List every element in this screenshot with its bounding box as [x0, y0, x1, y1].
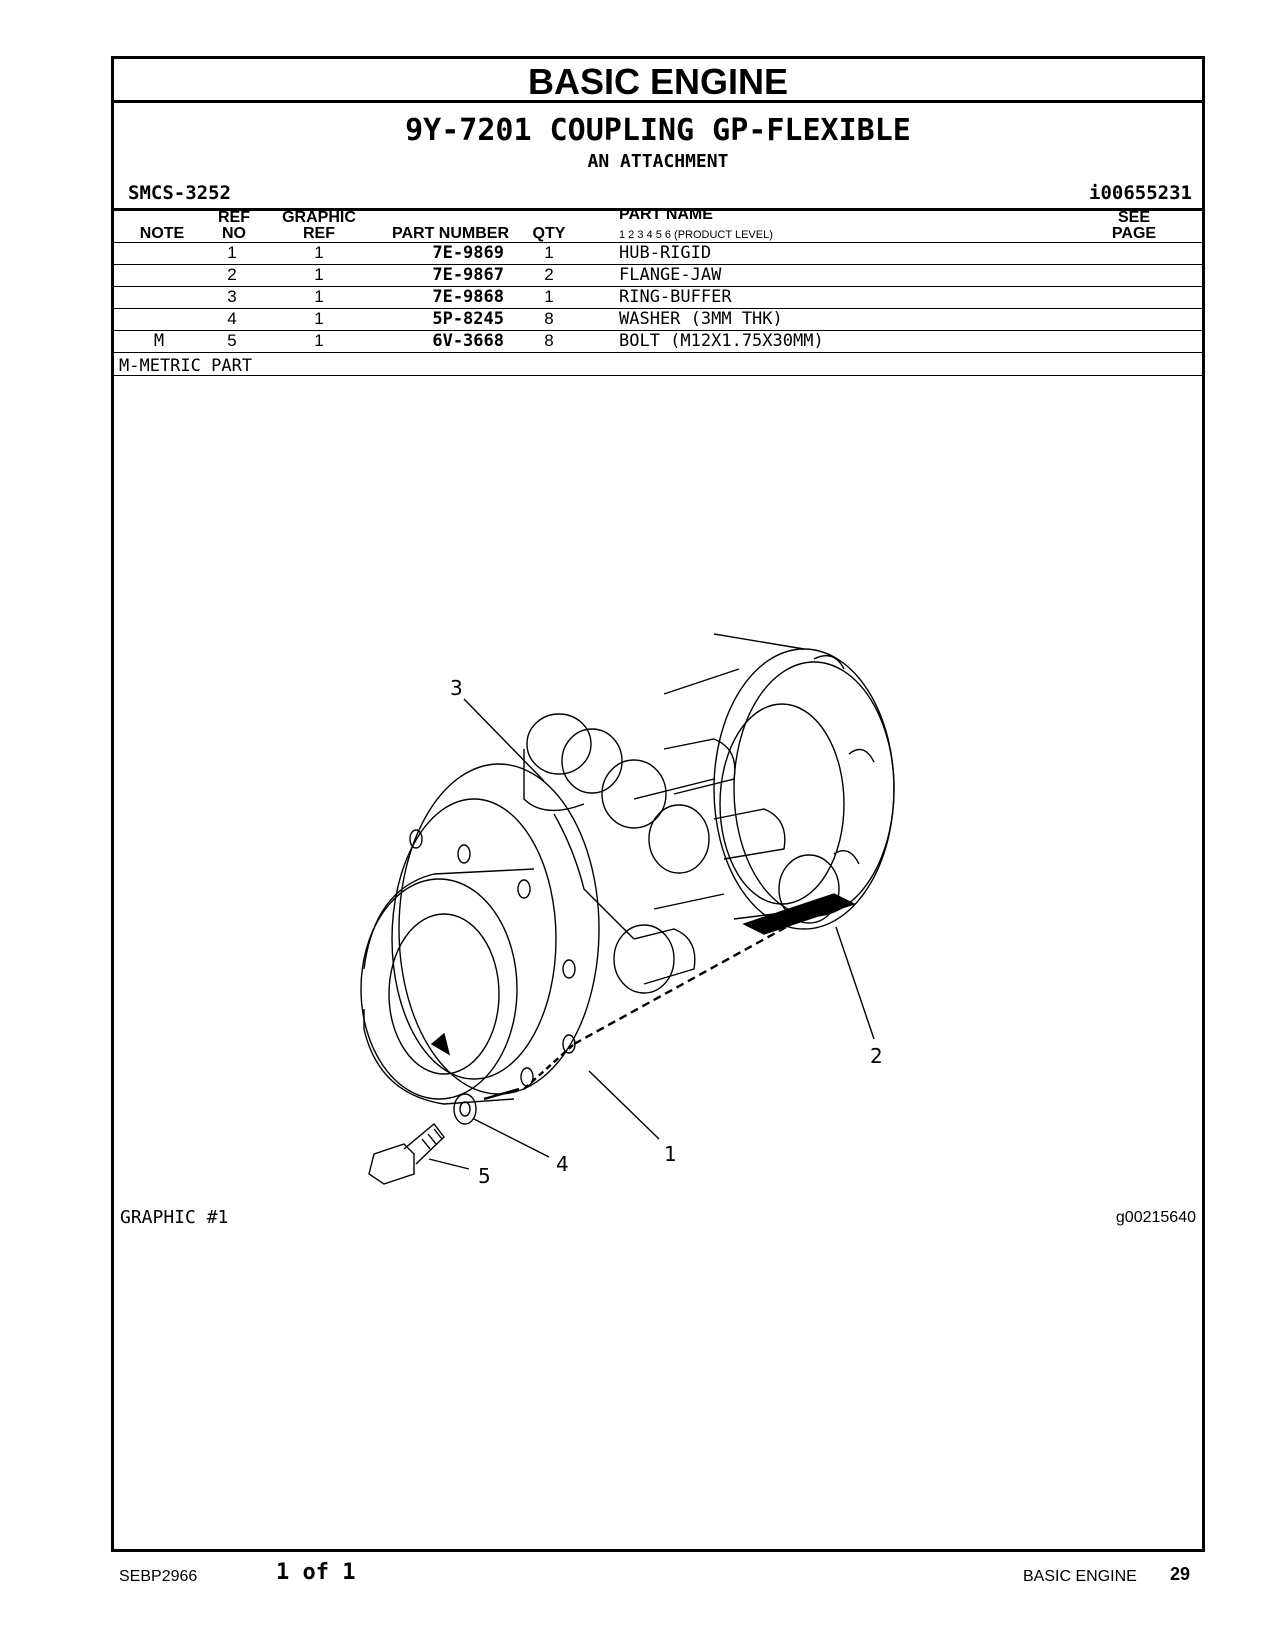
row-note: M	[153, 331, 165, 351]
callout-2: 2	[870, 1044, 883, 1068]
col-qty: QTY	[532, 225, 566, 242]
divider	[114, 264, 1202, 265]
divider	[114, 330, 1202, 331]
row-qty: 2	[544, 265, 554, 284]
bolt-head	[368, 1143, 415, 1185]
col-note: NOTE	[139, 225, 185, 242]
hub-barrel	[360, 878, 518, 1100]
washer	[453, 1093, 477, 1125]
row-gref: 1	[314, 287, 324, 306]
row-gref: 1	[314, 243, 324, 262]
flange-jaw-rim	[713, 648, 895, 930]
callout-4: 4	[556, 1152, 569, 1176]
row-gref: 1	[314, 331, 324, 350]
page-frame: BASIC ENGINE 9Y-7201 COUPLING GP-FLEXIBL…	[111, 56, 1205, 1552]
table-row: 1 1 7E-9869 1 HUB-RIGID	[114, 242, 1202, 264]
row-part-number: 7E-9867	[432, 265, 504, 285]
callout-5: 5	[478, 1164, 491, 1188]
divider	[114, 100, 1202, 103]
footer-page-of: 1 of 1	[276, 1560, 356, 1585]
callout-3: 3	[450, 676, 463, 700]
col-see-page-top: SEE	[1117, 209, 1150, 226]
hub-flange	[398, 763, 600, 1095]
callout-1: 1	[664, 1142, 677, 1166]
group-title: 9Y-7201 COUPLING GP-FLEXIBLE	[405, 113, 911, 148]
row-qty: 8	[544, 331, 554, 350]
row-part-name: WASHER (3MM THK)	[619, 309, 783, 329]
row-part-number: 7E-9869	[432, 243, 504, 263]
divider	[114, 308, 1202, 309]
exploded-view-illustration: 3 2 1 4 5	[360, 633, 895, 1188]
table-row: M 5 1 6V-3668 8 BOLT (M12X1.75X30MM)	[114, 330, 1202, 352]
col-part-number: PART NUMBER	[391, 225, 509, 242]
col-see-page-bottom: PAGE	[1111, 225, 1157, 242]
section-title: BASIC ENGINE	[527, 61, 789, 102]
row-part-number: 5P-8245	[432, 309, 504, 329]
document-ident: i00655231	[1089, 182, 1192, 204]
row-ref: 5	[227, 331, 237, 350]
row-qty: 8	[544, 309, 554, 328]
footer-page-number: 29	[1170, 1564, 1191, 1584]
col-ref-bottom: NO	[222, 225, 246, 242]
smcs-code: SMCS-3252	[128, 182, 231, 204]
divider	[114, 208, 1202, 211]
table-row: 4 1 5P-8245 8 WASHER (3MM THK)	[114, 308, 1202, 330]
row-part-name: RING-BUFFER	[619, 287, 732, 307]
hub-bore	[388, 913, 500, 1075]
divider	[114, 352, 1202, 353]
col-ref-top: REF	[218, 209, 250, 226]
row-ref: 3	[227, 287, 237, 306]
row-part-name: BOLT (M12X1.75X30MM)	[619, 331, 824, 351]
row-part-name: HUB-RIGID	[619, 243, 712, 263]
footer-section: BASIC ENGINE	[1023, 1568, 1137, 1585]
row-gref: 1	[314, 309, 324, 328]
row-ref: 4	[227, 309, 237, 328]
row-qty: 1	[544, 243, 554, 262]
divider	[114, 242, 1202, 243]
row-ref: 2	[227, 265, 237, 284]
row-gref: 1	[314, 265, 324, 284]
row-qty: 1	[544, 287, 554, 306]
divider	[114, 375, 1202, 376]
col-product-levels: 1 2 3 4 5 6 (PRODUCT LEVEL)	[619, 229, 773, 241]
footer-document-number: SEBP2966	[119, 1568, 198, 1585]
group-subtitle: AN ATTACHMENT	[587, 151, 729, 172]
table-row: 3 1 7E-9868 1 RING-BUFFER	[114, 286, 1202, 308]
graphic-label: GRAPHIC #1	[120, 1207, 229, 1228]
table-row: 2 1 7E-9867 2 FLANGE-JAW	[114, 264, 1202, 286]
row-part-number: 6V-3668	[432, 331, 504, 351]
col-gref-top: GRAPHIC	[282, 209, 356, 226]
graphic-id: g00215640	[1115, 1209, 1196, 1226]
row-part-name: FLANGE-JAW	[619, 265, 722, 285]
row-ref: 1	[227, 243, 237, 262]
divider	[114, 286, 1202, 287]
metric-footnote: M-METRIC PART	[119, 356, 253, 376]
col-part-name: PART NAME	[619, 206, 713, 223]
col-gref-bottom: REF	[303, 225, 335, 242]
row-part-number: 7E-9868	[432, 287, 504, 307]
